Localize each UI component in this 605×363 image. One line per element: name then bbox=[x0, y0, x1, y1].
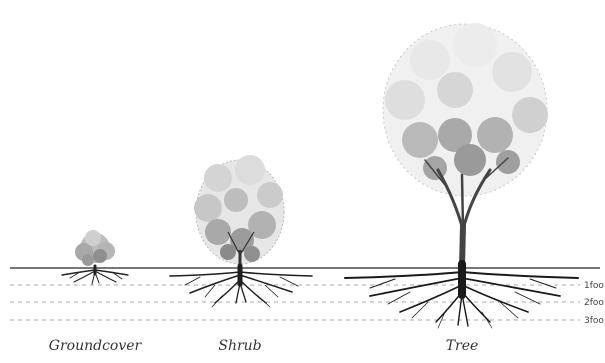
shrub-plant bbox=[169, 155, 313, 308]
depth-marker-1: 1foo bbox=[584, 281, 604, 291]
depth-lines bbox=[10, 284, 580, 321]
depth-marker-3: 3foo bbox=[584, 316, 604, 326]
tree-roots bbox=[344, 260, 579, 329]
tree-plant bbox=[344, 23, 579, 329]
groundcover-plant bbox=[61, 230, 129, 285]
depth-marker-2: 2foo bbox=[584, 298, 604, 308]
groundcover-roots bbox=[61, 264, 129, 285]
shrub-foliage bbox=[194, 155, 285, 265]
tree-label: Tree bbox=[446, 338, 479, 354]
shrub-roots bbox=[169, 263, 313, 308]
shrub-label: Shrub bbox=[218, 338, 261, 354]
groundcover-label: Groundcover bbox=[49, 338, 143, 354]
tree-canopy bbox=[382, 23, 548, 197]
groundcover-foliage bbox=[75, 230, 115, 266]
